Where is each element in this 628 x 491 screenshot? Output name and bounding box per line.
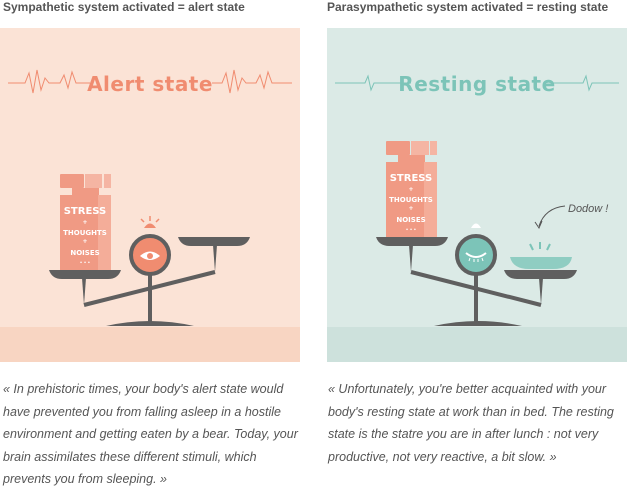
dodow-annotation: Dodow !: [568, 203, 608, 215]
stress-jar: [60, 174, 111, 270]
alert-scale-illustration: STRESS + THOUGHTS + NOISES • • •: [0, 28, 300, 362]
alert-gauge-eye-icon: [129, 216, 171, 276]
jar-dots: • • •: [80, 260, 90, 265]
jar-noises-label: NOISES: [396, 216, 425, 224]
resting-gauge-closed-eye-icon: [455, 223, 497, 276]
right-heading: Parasympathetic system activated = resti…: [327, 0, 609, 14]
right-caption: « Unfortunately, you're better acquainte…: [328, 382, 614, 464]
heartbeat-line-icon: [8, 69, 292, 94]
stress-jar: [386, 141, 437, 237]
left-heading: Sympathetic system activated = alert sta…: [3, 0, 245, 14]
jar-thoughts-label: THOUGHTS: [63, 229, 107, 237]
jar-dots: • • •: [406, 227, 416, 232]
resting-state-title: Resting state: [398, 72, 556, 96]
jar-plus: +: [408, 186, 413, 193]
jar-noises-label: NOISES: [70, 249, 99, 257]
left-caption: « In prehistoric times, your body's aler…: [3, 382, 298, 486]
resting-scale-illustration: STRESS + THOUGHTS + NOISES • • • Dodow !: [327, 28, 627, 362]
heartbeat-line-icon: [335, 74, 619, 92]
dodow-device: [510, 242, 572, 269]
jar-plus: +: [408, 205, 413, 212]
alert-state-panel: STRESS + THOUGHTS + NOISES • • • Alert s…: [0, 28, 300, 362]
alert-state-title: Alert state: [87, 72, 213, 96]
jar-plus: +: [82, 238, 87, 245]
jar-stress-label: STRESS: [64, 206, 107, 217]
arrow-icon: [538, 205, 566, 227]
jar-thoughts-label: THOUGHTS: [389, 196, 433, 204]
jar-plus: +: [82, 219, 87, 226]
jar-stress-label: STRESS: [390, 173, 433, 184]
resting-state-panel: STRESS + THOUGHTS + NOISES • • • Dodow !…: [327, 28, 627, 362]
